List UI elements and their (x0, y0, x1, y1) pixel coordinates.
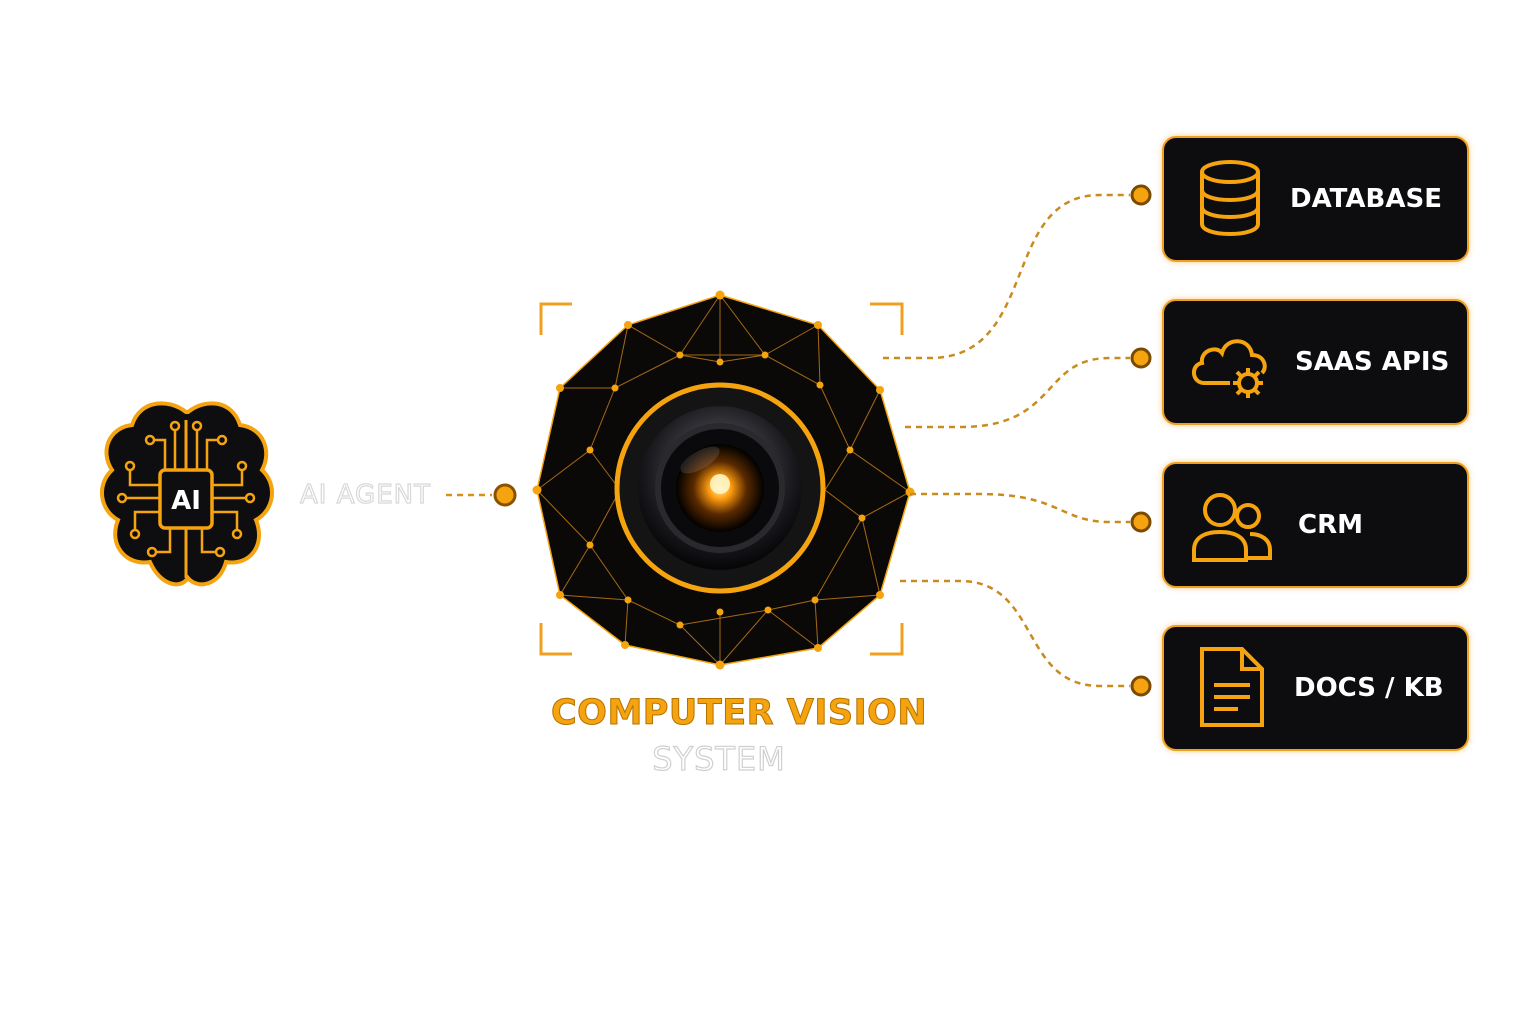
target-box-saas[interactable]: SAAS APIS (1162, 299, 1469, 425)
connector-database (883, 193, 1130, 360)
vision-title: COMPUTER VISION (551, 693, 928, 734)
agent-connector (446, 483, 517, 507)
connectors (883, 193, 1130, 688)
target-box-docs[interactable]: DOCS / KB (1162, 625, 1469, 751)
cloud-gear-icon (1192, 339, 1267, 398)
ai-brain-icon: AI (99, 401, 275, 587)
target-label-saas: SAAS APIS (1295, 347, 1450, 377)
vision-orb (532, 290, 915, 670)
database-icon (1200, 160, 1260, 237)
ai-chip-label: AI (171, 486, 201, 516)
target-box-crm[interactable]: CRM (1162, 462, 1469, 588)
viewfinder-brackets (539, 302, 904, 656)
document-icon (1200, 647, 1264, 727)
target-label-database: DATABASE (1290, 184, 1442, 214)
target-label-crm: CRM (1298, 510, 1363, 540)
connector-saas (905, 356, 1130, 429)
vision-subtitle: SYSTEM (652, 739, 786, 778)
connector-docs (900, 579, 1130, 688)
connector-crm (910, 492, 1130, 524)
users-icon (1192, 493, 1272, 562)
target-label-docs: DOCS / KB (1294, 673, 1444, 703)
target-box-database[interactable]: DATABASE (1162, 136, 1469, 262)
ai-agent-label: AI AGENT (299, 479, 431, 510)
connector-nodes (1130, 184, 1152, 697)
